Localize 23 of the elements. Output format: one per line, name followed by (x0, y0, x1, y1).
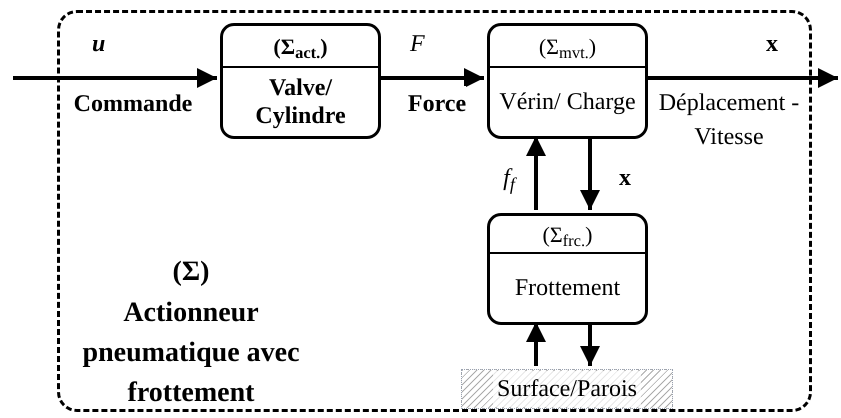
arrow (13, 68, 217, 88)
signal-name: u (92, 30, 106, 59)
block-title: (Σ$_{mvt.}$) (538, 32, 596, 62)
arrow (378, 68, 484, 88)
block-box (487, 213, 648, 325)
arrow (526, 136, 546, 210)
surface-label: Surface/Parois (493, 371, 641, 407)
signal-name: F (410, 30, 425, 59)
block-title: (Σ$_{act.}$) (273, 32, 328, 62)
system-title: (Σ) (172, 255, 210, 289)
block-box (487, 23, 648, 139)
block-title: (Σ$_{frc.}$) (542, 220, 592, 250)
hatched-surface (461, 369, 673, 409)
arrow (580, 136, 600, 210)
system-title: Actionneur pneumatique avec frottement (82, 296, 300, 410)
arrow (645, 68, 838, 88)
block-box (220, 23, 381, 139)
arrow (526, 322, 546, 366)
signal-name: x (766, 30, 778, 59)
arrow (580, 322, 600, 366)
block-label: Frottement (514, 274, 620, 302)
block-label: Valve/ Cylindre (254, 74, 347, 130)
block-label: Vérin/ Charge (499, 88, 636, 116)
